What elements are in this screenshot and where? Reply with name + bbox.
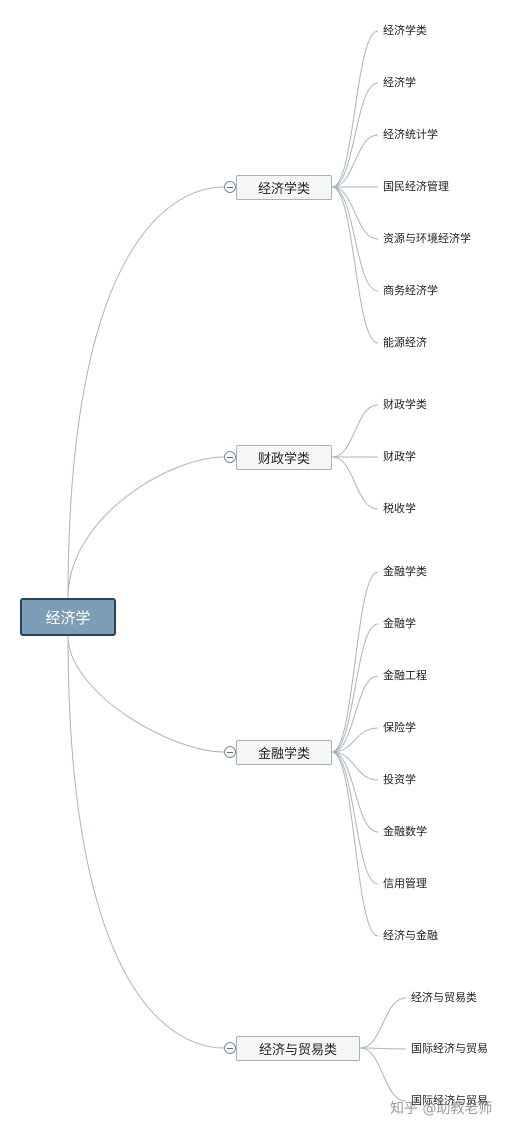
leaf-item[interactable]: 国民经济管理 xyxy=(383,180,449,193)
root-node[interactable]: 经济学 xyxy=(20,598,116,636)
collapse-icon[interactable] xyxy=(224,181,236,193)
leaf-item[interactable]: 经济学 xyxy=(383,76,416,89)
leaf-connector xyxy=(331,675,379,753)
collapse-icon[interactable] xyxy=(224,1042,236,1054)
root-connector xyxy=(67,456,225,599)
leaf-connector xyxy=(359,1047,407,1102)
category-node[interactable]: 金融学类 xyxy=(236,740,332,765)
leaf-item[interactable]: 经济统计学 xyxy=(383,128,438,141)
leaf-item[interactable]: 经济与金融 xyxy=(383,929,438,942)
leaf-connector xyxy=(331,82,379,188)
leaf-connector xyxy=(331,30,379,188)
leaf-connector xyxy=(331,186,379,344)
leaf-item[interactable]: 投资学 xyxy=(383,773,416,786)
leaf-item[interactable]: 经济学类 xyxy=(383,24,427,37)
category-node[interactable]: 经济学类 xyxy=(236,175,332,200)
leaf-item[interactable]: 金融数学 xyxy=(383,825,427,838)
leaf-item[interactable]: 金融学类 xyxy=(383,565,427,578)
watermark: 知乎 @助教老师 xyxy=(390,1101,493,1117)
leaf-connector xyxy=(331,727,379,753)
leaf-connector xyxy=(331,456,379,510)
leaf-connector xyxy=(359,997,407,1049)
leaf-connector xyxy=(331,404,379,458)
leaf-item[interactable]: 国际经济与贸易 xyxy=(411,1094,488,1107)
leaf-connector xyxy=(331,186,379,240)
root-connector xyxy=(67,186,225,599)
leaf-connector xyxy=(331,751,379,885)
leaf-connector xyxy=(331,751,379,937)
leaf-connector xyxy=(359,1047,407,1050)
leaf-item[interactable]: 财政学 xyxy=(383,450,416,463)
leaf-connector xyxy=(331,751,379,833)
collapse-icon[interactable] xyxy=(224,451,236,463)
leaf-connector xyxy=(331,134,379,188)
leaf-connector xyxy=(331,186,379,292)
leaf-item[interactable]: 信用管理 xyxy=(383,877,427,890)
category-node[interactable]: 经济与贸易类 xyxy=(236,1036,360,1061)
root-connector xyxy=(67,635,225,1049)
leaf-item[interactable]: 财政学类 xyxy=(383,398,427,411)
leaf-item[interactable]: 税收学 xyxy=(383,502,416,515)
leaf-item[interactable]: 保险学 xyxy=(383,721,416,734)
root-connector xyxy=(67,635,225,753)
leaf-item[interactable]: 商务经济学 xyxy=(383,284,438,297)
leaf-connector xyxy=(331,623,379,753)
category-node[interactable]: 财政学类 xyxy=(236,445,332,470)
collapse-icon[interactable] xyxy=(224,746,236,758)
leaf-item[interactable]: 国际经济与贸易 xyxy=(411,1042,488,1055)
leaf-connector xyxy=(331,571,379,753)
leaf-connector xyxy=(331,751,379,781)
leaf-item[interactable]: 金融工程 xyxy=(383,669,427,682)
leaf-item[interactable]: 能源经济 xyxy=(383,336,427,349)
leaf-item[interactable]: 经济与贸易类 xyxy=(411,991,477,1004)
leaf-item[interactable]: 金融学 xyxy=(383,617,416,630)
leaf-item[interactable]: 资源与环境经济学 xyxy=(383,232,471,245)
